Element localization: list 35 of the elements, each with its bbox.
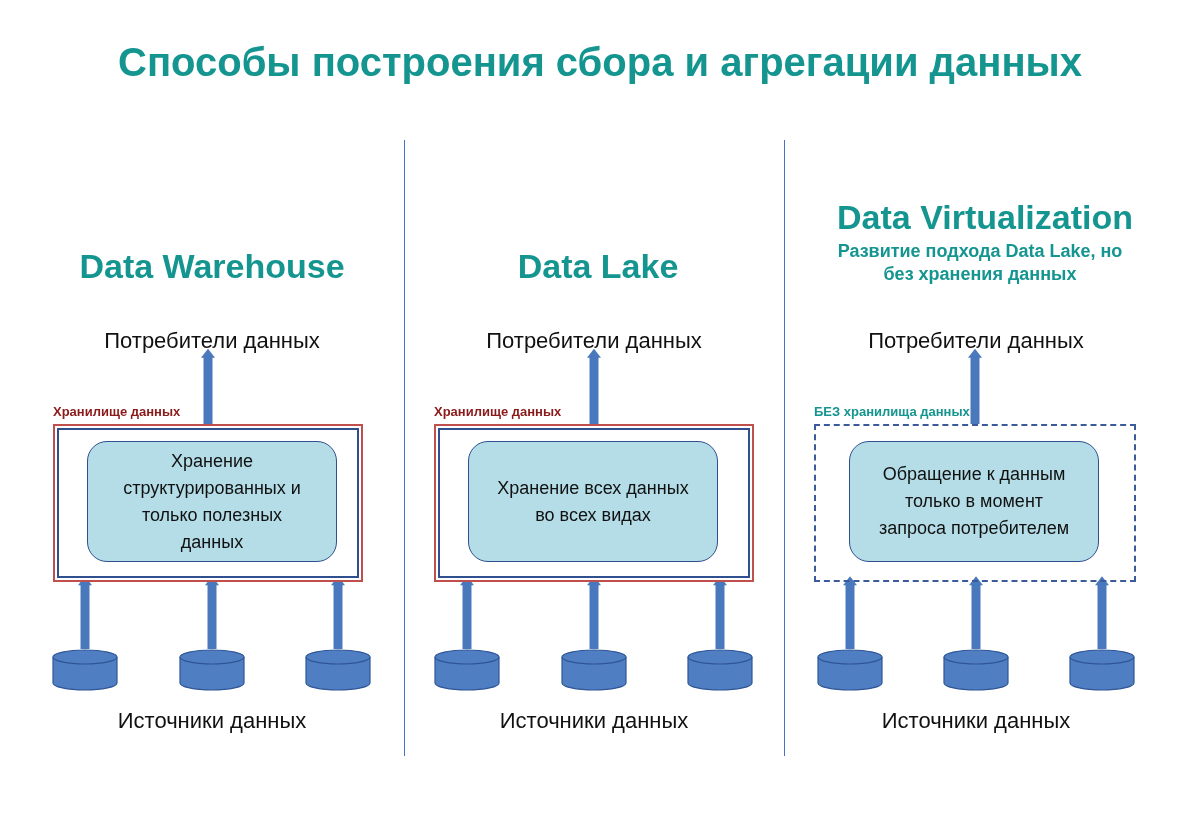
consumers-text: Потребители данных <box>868 328 1084 355</box>
block-arrow <box>968 348 982 424</box>
database-cylinder <box>52 649 118 691</box>
database-cylinder <box>817 649 883 691</box>
consumers-text: Потребители данных <box>486 328 702 355</box>
container-label: БЕЗ хранилища данных <box>814 403 970 421</box>
database-cylinder <box>434 649 500 691</box>
column-heading: Data Lake <box>517 246 679 287</box>
column-heading: Data Warehouse <box>79 246 345 287</box>
diagram-title: Способы построения сбора и агрегации данных <box>117 40 1083 85</box>
sources-text: Источники данных <box>499 707 689 735</box>
column-heading: Data Virtualization <box>837 197 1133 238</box>
process-box: Хранение структурированных и только полезных данных <box>87 441 337 562</box>
block-arrow <box>587 348 601 424</box>
block-arrow <box>969 576 983 649</box>
storage-frame <box>814 424 1136 582</box>
storage-frame <box>53 424 363 582</box>
process-box: Обращение к данным только в момент запроса потребителем <box>849 441 1099 562</box>
database-cylinder <box>1069 649 1135 691</box>
database-cylinder <box>687 649 753 691</box>
block-arrow <box>843 576 857 649</box>
container-label: Хранилище данных <box>434 403 562 421</box>
block-arrow <box>1095 576 1109 649</box>
column-heading: Развитие подхода Data Lake, но без хранения данных <box>836 240 1124 287</box>
database-cylinder <box>943 649 1009 691</box>
database-cylinder <box>305 649 371 691</box>
consumers-text: Потребители данных <box>104 328 320 355</box>
process-box: Хранение всех данных во всех видах <box>468 441 718 562</box>
block-arrow <box>201 348 215 424</box>
sources-text: Источники данных <box>881 707 1071 735</box>
database-cylinder <box>561 649 627 691</box>
container-label: Хранилище данных <box>53 403 181 421</box>
database-cylinder <box>179 649 245 691</box>
sources-text: Источники данных <box>117 707 307 735</box>
storage-frame <box>434 424 754 582</box>
